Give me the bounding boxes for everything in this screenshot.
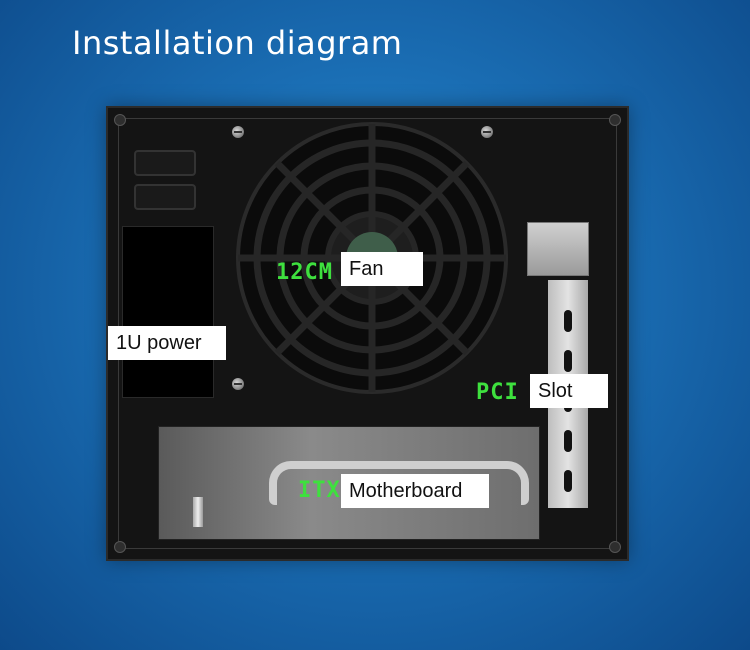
serial-port-cutout bbox=[134, 150, 196, 176]
page-title: Installation diagram bbox=[72, 24, 403, 62]
vent-slot bbox=[564, 470, 572, 492]
vent-slot bbox=[564, 430, 572, 452]
screw bbox=[232, 378, 244, 390]
power-label: 1U power bbox=[108, 326, 226, 360]
corner-screw bbox=[609, 541, 621, 553]
pci-bracket bbox=[527, 222, 589, 276]
serial-port-cutout bbox=[134, 184, 196, 210]
pci-prefix-label: PCI bbox=[476, 380, 519, 405]
fan-size-label: 12CM bbox=[276, 260, 333, 285]
corner-screw bbox=[609, 114, 621, 126]
ribbon-cable bbox=[269, 461, 529, 505]
corner-screw bbox=[114, 114, 126, 126]
standoff bbox=[193, 497, 203, 527]
screw bbox=[232, 126, 244, 138]
fan-label: Fan bbox=[341, 252, 423, 286]
power-supply-bay bbox=[122, 226, 214, 398]
vent-slot bbox=[564, 350, 572, 372]
vent-slot bbox=[564, 310, 572, 332]
screw bbox=[481, 126, 493, 138]
slot-label: Slot bbox=[530, 374, 608, 408]
corner-screw bbox=[114, 541, 126, 553]
itx-prefix-label: ITX bbox=[298, 478, 341, 503]
motherboard-label: Motherboard bbox=[341, 474, 489, 508]
